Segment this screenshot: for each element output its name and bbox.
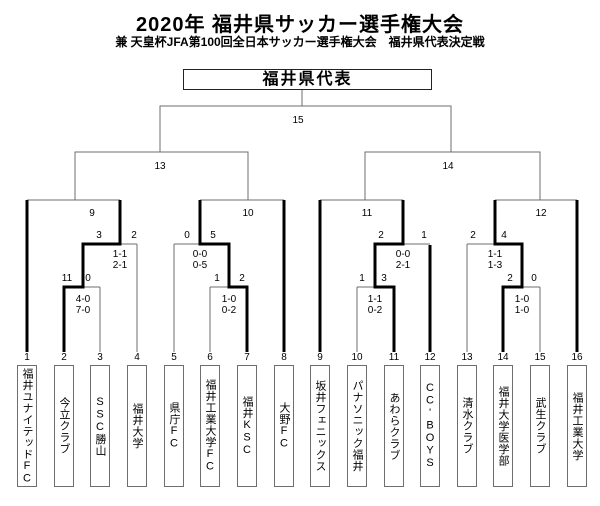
leg-score: 1-0 bbox=[514, 305, 530, 316]
team-name-box: 大野FC bbox=[274, 365, 294, 487]
bracket-bold-lines bbox=[25, 200, 579, 352]
agg-score-right: 2 bbox=[239, 273, 245, 284]
leg-score: 0-0 bbox=[192, 249, 208, 260]
team-number: 6 bbox=[207, 352, 213, 363]
team-number: 9 bbox=[317, 352, 323, 363]
semifinal-match-number: 14 bbox=[442, 161, 454, 172]
leg-score: 1-1 bbox=[112, 249, 128, 260]
winner-path-team11 bbox=[373, 200, 405, 352]
team-number: 4 bbox=[134, 352, 140, 363]
agg-score-right: 5 bbox=[210, 230, 216, 241]
leg-score: 2-1 bbox=[395, 260, 411, 271]
team-name-box: 福井KSC bbox=[237, 365, 257, 487]
leg-score: 4-0 bbox=[75, 294, 91, 305]
team-number: 7 bbox=[244, 352, 250, 363]
winner-path-team14 bbox=[493, 200, 524, 352]
team-name-box: 清水クラブ bbox=[457, 365, 477, 487]
agg-score-right: 3 bbox=[381, 273, 387, 284]
leg-score: 1-1 bbox=[367, 294, 383, 305]
agg-score-left: 1 bbox=[214, 273, 220, 284]
team-name-box: 武生クラブ bbox=[530, 365, 550, 487]
agg-score-left: 2 bbox=[378, 230, 384, 241]
team-number: 5 bbox=[171, 352, 177, 363]
leg-score: 0-2 bbox=[367, 305, 383, 316]
leg-score: 1-3 bbox=[487, 260, 503, 271]
agg-score-right: 0 bbox=[531, 273, 537, 284]
leg-score: 1-0 bbox=[221, 294, 237, 305]
team-number: 1 bbox=[24, 352, 30, 363]
leg-score: 1-0 bbox=[514, 294, 530, 305]
agg-score-right: 0 bbox=[85, 273, 91, 284]
team-name-box: 福井工業大学 bbox=[567, 365, 587, 487]
qf-match-number: 12 bbox=[535, 208, 547, 219]
winner-path-team7 bbox=[198, 200, 249, 352]
semifinal-match-number: 13 bbox=[154, 161, 166, 172]
team-name-box: 福井ユナイテッドFC bbox=[17, 365, 37, 487]
team-number: 2 bbox=[61, 352, 67, 363]
team-number: 12 bbox=[424, 352, 436, 363]
leg-score: 2-1 bbox=[112, 260, 128, 271]
leg-score: 1-1 bbox=[487, 249, 503, 260]
final-match-number: 15 bbox=[292, 115, 304, 126]
team-name-box: 坂井フェニックス bbox=[310, 365, 330, 487]
team-name-box: 福井大学 bbox=[127, 365, 147, 487]
agg-score-left: 1 bbox=[359, 273, 365, 284]
agg-score-right: 2 bbox=[131, 230, 137, 241]
team-name-box: SSC勝山 bbox=[90, 365, 110, 487]
qf-match-number: 9 bbox=[89, 208, 95, 219]
team-number: 13 bbox=[461, 352, 473, 363]
team-name-box: 福井大学医学部 bbox=[493, 365, 513, 487]
tournament-subtitle: 兼 天皇杯JFA第100回全日本サッカー選手権大会 福井県代表決定戦 bbox=[115, 35, 485, 49]
winner-path-team2 bbox=[62, 200, 122, 352]
qf-match-number: 11 bbox=[361, 208, 373, 219]
leg-score: 0-2 bbox=[221, 305, 237, 316]
line-semifinal-14 bbox=[364, 151, 541, 200]
agg-score-left: 2 bbox=[470, 230, 476, 241]
team-name-box: 今立クラブ bbox=[54, 365, 74, 487]
agg-score-left: 2 bbox=[507, 273, 513, 284]
leg-score: 7-0 bbox=[75, 305, 91, 316]
team-name-box: 福井工業大学FC bbox=[200, 365, 220, 487]
team-number: 8 bbox=[281, 352, 287, 363]
leg-score: 0-0 bbox=[395, 249, 411, 260]
agg-score-left: 11 bbox=[61, 273, 73, 284]
agg-score-right: 1 bbox=[421, 230, 427, 241]
team-number: 14 bbox=[497, 352, 509, 363]
agg-score-left: 0 bbox=[184, 230, 190, 241]
team-number: 10 bbox=[351, 352, 363, 363]
team-name-box: CC'BOYS bbox=[420, 365, 440, 487]
champion-box: 福井県代表 bbox=[183, 69, 432, 90]
agg-score-left: 3 bbox=[96, 230, 102, 241]
team-name-box: あわらクラブ bbox=[384, 365, 404, 487]
tournament-title: 2020年 福井県サッカー選手権大会 bbox=[135, 14, 465, 36]
team-name-box: パナソニック福井 bbox=[347, 365, 367, 487]
team-number: 3 bbox=[97, 352, 103, 363]
line-semifinal-13 bbox=[74, 151, 249, 200]
team-number: 16 bbox=[571, 352, 583, 363]
team-number: 15 bbox=[534, 352, 546, 363]
team-number: 11 bbox=[388, 352, 400, 363]
team-name-box: 県庁FC bbox=[164, 365, 184, 487]
leg-score: 0-5 bbox=[192, 260, 208, 271]
line-final bbox=[159, 105, 452, 152]
qf-match-number: 10 bbox=[242, 208, 254, 219]
agg-score-right: 4 bbox=[501, 230, 507, 241]
